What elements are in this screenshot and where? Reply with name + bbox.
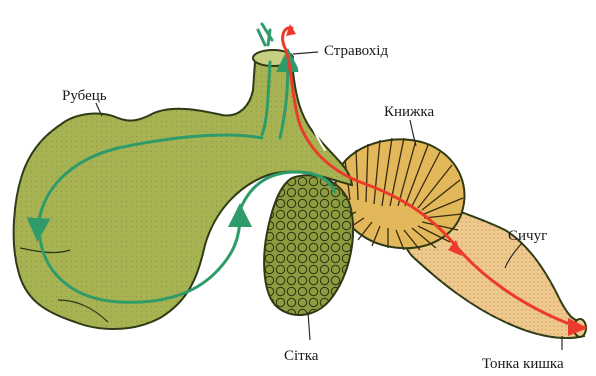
label-reticulum: Сітка bbox=[284, 348, 319, 364]
label-rumen: Рубець bbox=[62, 88, 107, 104]
label-omasum: Книжка bbox=[384, 104, 434, 120]
label-esophagus: Стравохід bbox=[324, 43, 388, 59]
label-small-intestine: Тонка кишка bbox=[482, 356, 564, 372]
label-abomasum: Сичуг bbox=[508, 228, 547, 244]
